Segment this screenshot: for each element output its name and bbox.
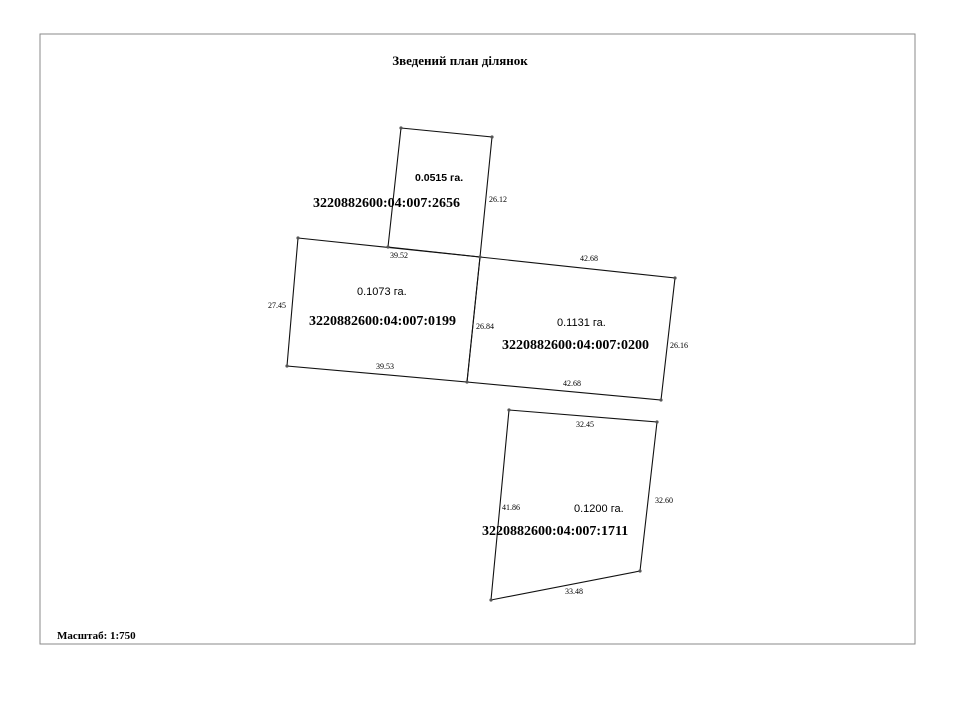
parcel-1711-dim-south: 33.48 [565,587,583,596]
vertex-marker [386,245,390,249]
vertex-marker [655,420,659,424]
vertex-marker [478,255,482,259]
vertex-marker [659,398,663,402]
parcel-1711: 0.1200 га. 3220882600:04:007:1711 32.45 … [482,409,673,601]
vertex-markers [285,126,677,602]
parcel-0200-dim-north: 42.68 [580,254,598,263]
parcel-1711-dim-east: 32.60 [655,496,673,505]
plan-title: Зведений план ділянок [392,53,528,68]
parcel-0200-dim-south: 42.68 [563,379,581,388]
parcel-0200: 0.1131 га. 3220882600:04:007:0200 42.68 … [466,254,688,401]
parcel-0200-cadastral-number: 3220882600:04:007:0200 [502,338,649,353]
parcel-0199-dim-east: 26.84 [476,322,494,331]
vertex-marker [489,598,493,602]
scale-label: Масштаб: 1:750 [57,630,136,642]
parcel-0199-dim-west: 27.45 [268,301,286,310]
parcel-2656-boundary [387,127,493,258]
parcel-1711-cadastral-number: 3220882600:04:007:1711 [482,524,628,539]
parcel-2656-dim-south: 39.52 [390,251,408,260]
parcel-2656-area: 0.0515 га. [415,172,463,184]
parcel-0200-dim-east: 26.16 [670,341,688,350]
parcel-0200-area: 0.1131 га. [557,317,606,329]
parcel-1711-area: 0.1200 га. [574,503,624,515]
drawing-frame [39,33,916,645]
vertex-marker [296,236,300,240]
parcel-0199-cadastral-number: 3220882600:04:007:0199 [309,314,456,329]
parcel-0199-dim-south: 39.53 [376,362,394,371]
vertex-marker [399,126,403,130]
parcel-0199-boundary [286,237,481,383]
vertex-marker [465,380,469,384]
vertex-marker [285,364,289,368]
vertex-marker [673,276,677,280]
vertex-marker [507,408,511,412]
parcel-2656: 0.0515 га. 3220882600:04:007:2656 26.12 … [313,127,507,260]
vertex-marker [638,569,642,573]
parcel-0199-area: 0.1073 га. [357,286,407,298]
vertex-marker [490,135,494,139]
parcel-1711-dim-north: 32.45 [576,420,594,429]
parcel-2656-dim-east: 26.12 [489,195,507,204]
parcel-0199: 0.1073 га. 3220882600:04:007:0199 27.45 … [268,237,494,383]
parcel-1711-dim-west: 41.86 [502,503,520,512]
parcel-2656-cadastral-number: 3220882600:04:007:2656 [313,196,460,211]
